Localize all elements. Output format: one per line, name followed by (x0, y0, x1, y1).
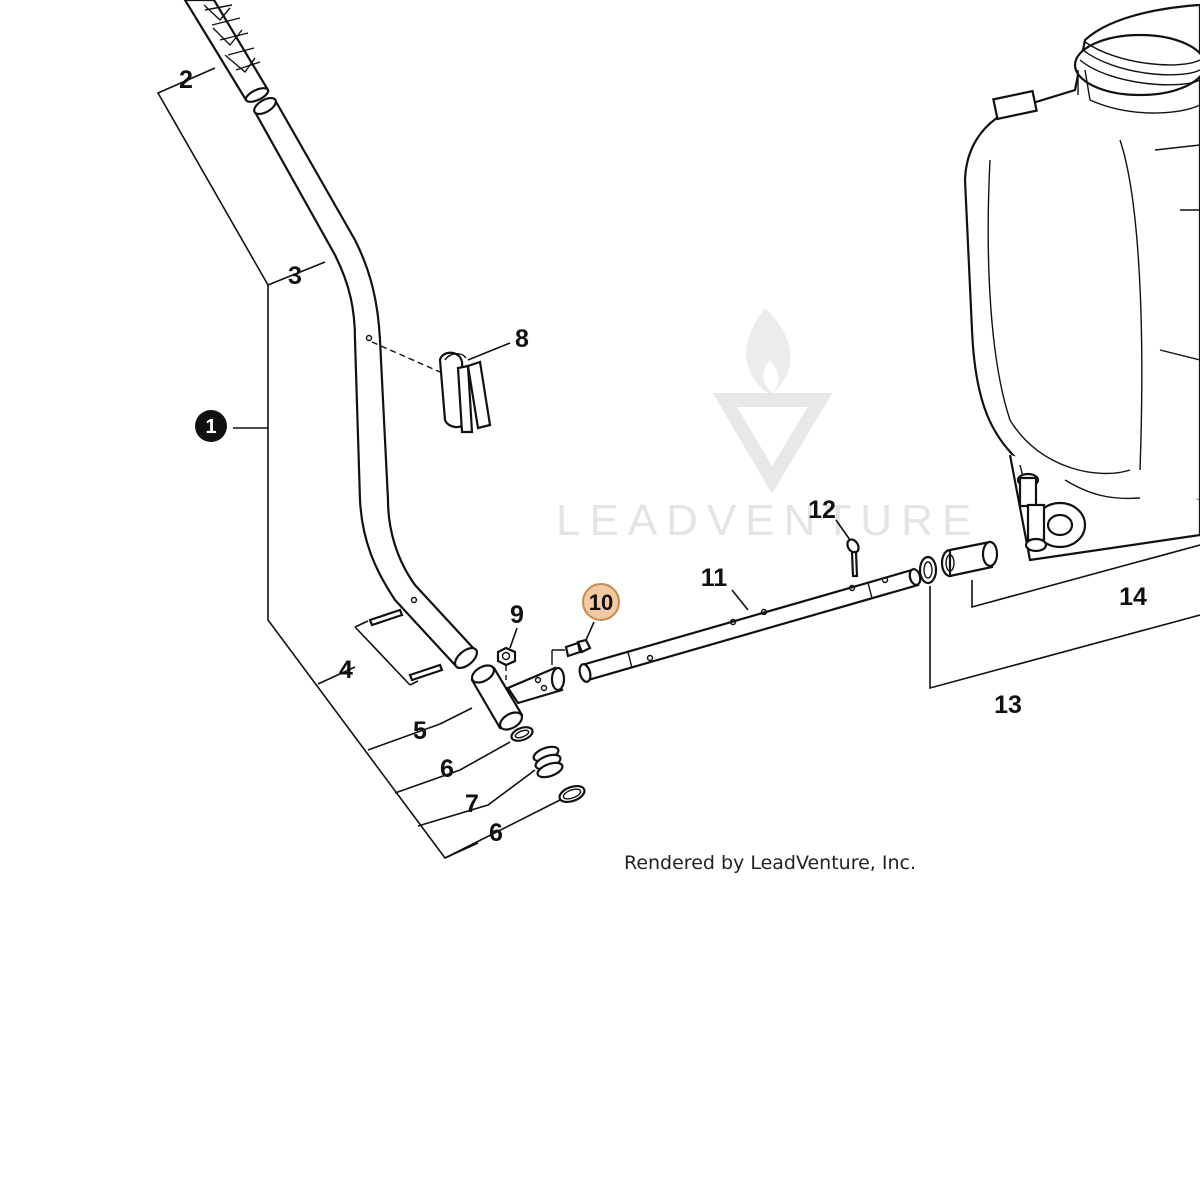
shaft (578, 568, 922, 683)
seals (510, 726, 586, 804)
render-credit: Rendered by LeadVenture, Inc. (624, 852, 916, 874)
callout-12[interactable]: 12 (808, 496, 836, 524)
callout-14[interactable]: 14 (1119, 583, 1147, 611)
callout-9[interactable]: 9 (510, 601, 524, 629)
hose (183, 0, 270, 103)
callout-3[interactable]: 3 (288, 262, 302, 290)
clip (371, 341, 492, 434)
callouts: 1 2 3 4 5 6 7 6 8 9 10 11 12 13 14 (179, 66, 1147, 847)
connector (496, 638, 592, 705)
washer-bushing (918, 540, 999, 585)
leader-lines (156, 67, 1200, 859)
callout-7[interactable]: 7 (465, 790, 479, 818)
callout-4[interactable]: 4 (339, 656, 353, 684)
callout-5[interactable]: 5 (413, 717, 427, 745)
callout-13[interactable]: 13 (994, 691, 1022, 719)
wand-tube (253, 96, 479, 670)
watermark-logo: LEADVENTURE (556, 308, 980, 545)
callout-11[interactable]: 11 (701, 564, 728, 592)
sleeve (470, 664, 524, 731)
assembly-callout-badge[interactable]: 1 (195, 410, 227, 442)
callout-8[interactable]: 8 (515, 325, 529, 353)
tank (963, 3, 1200, 562)
callout-6b[interactable]: 6 (489, 819, 503, 847)
callout-10: 10 (589, 590, 613, 615)
callout-1: 1 (205, 416, 216, 438)
highlighted-callout-badge[interactable]: 10 (582, 583, 620, 621)
callout-6a[interactable]: 6 (440, 755, 454, 783)
pins (368, 608, 444, 682)
watermark-text: LEADVENTURE (556, 496, 980, 545)
callout-2[interactable]: 2 (179, 66, 193, 94)
